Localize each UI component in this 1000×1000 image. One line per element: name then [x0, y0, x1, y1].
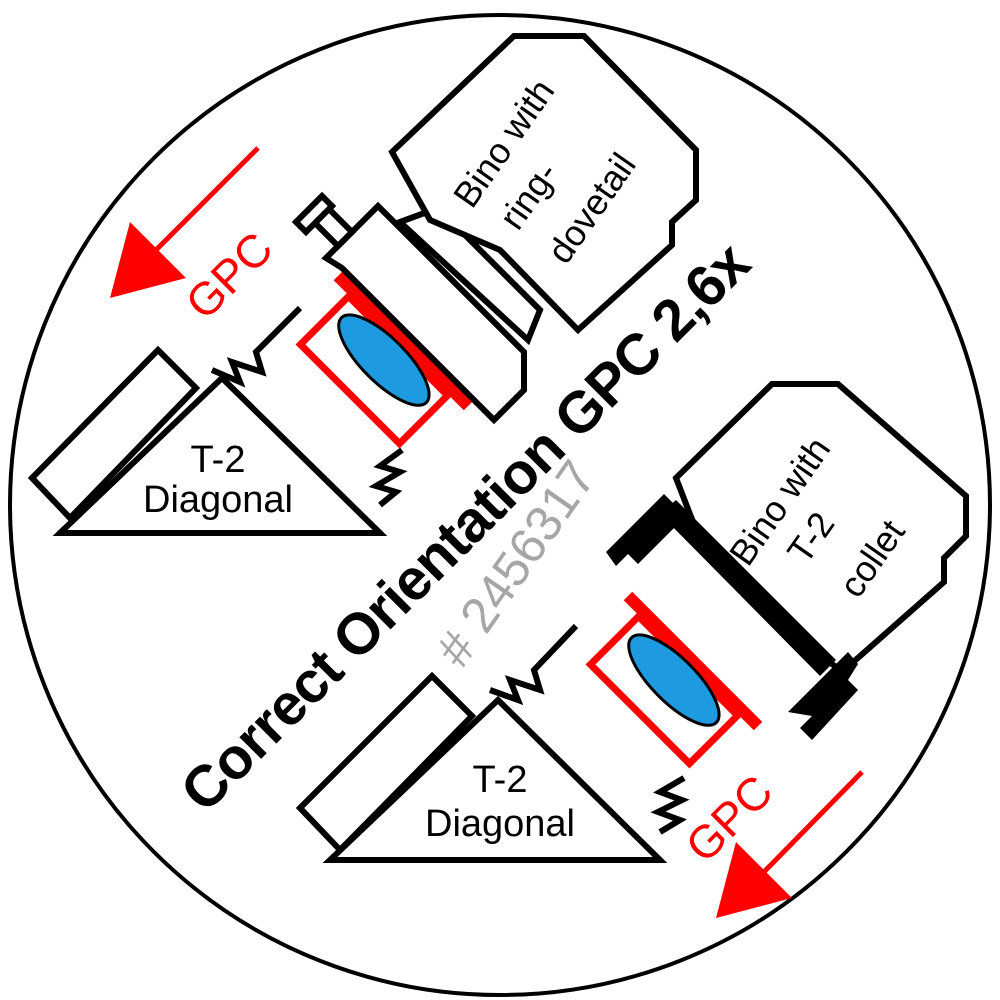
diagonal-top-line2: Diagonal	[143, 479, 293, 521]
top-assembly: GPC T-2 Diagonal Bino with ring-	[27, 33, 699, 536]
joint-bottom-zigzag	[650, 775, 690, 835]
gpc-bottom-arrow-icon	[716, 770, 864, 918]
collet-icon	[606, 494, 858, 740]
diagonal-bottom-line1: T-2	[473, 759, 528, 801]
bino-top-body-icon	[388, 33, 699, 335]
dovetail-bar-icon	[291, 191, 527, 425]
label-outline-circle	[8, 13, 992, 997]
diagonal-top-line1: T-2	[191, 439, 246, 481]
diagonal-bottom-line2: Diagonal	[425, 803, 575, 845]
joint-top-zigzag	[368, 447, 408, 508]
gpc-bottom-lens-icon	[585, 591, 763, 769]
diagonal-bottom-prism-icon	[295, 623, 668, 863]
gpc-top-arrow-icon	[110, 146, 260, 298]
bottom-assembly: Bino with T-2 collet T-2 Diagonal GPC	[295, 381, 969, 918]
gpc-top-lens-icon	[295, 271, 473, 449]
diagonal-top-prism-icon	[27, 305, 388, 536]
